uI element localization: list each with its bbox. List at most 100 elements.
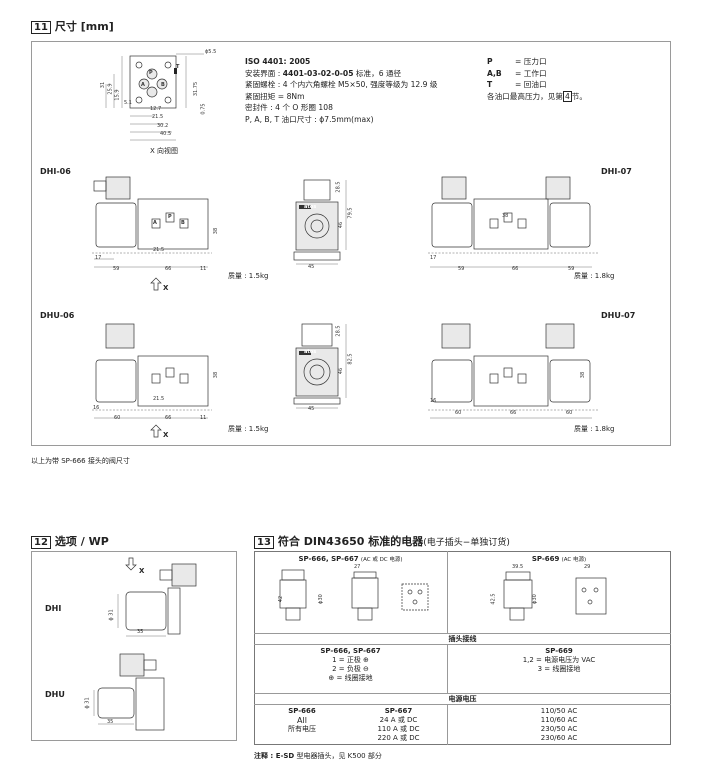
- model-dhi-06: DHI-06: [40, 167, 71, 176]
- x-view-caption: X 向视图: [150, 147, 179, 155]
- dhi06-port-p: P: [168, 214, 172, 220]
- valve-drawing-dhu-06: [92, 323, 212, 419]
- section-number: 12: [31, 536, 51, 549]
- spec-line-2: 紧固螺栓 : 4 个内六角螺栓 M5×50, 强度等级为 12.9 级: [245, 80, 438, 89]
- end2-h3: 82.5: [347, 353, 354, 365]
- option-dhi-length: 35: [137, 629, 144, 635]
- spec-line-3: 紧固扭矩 = 8Nm: [245, 91, 305, 101]
- connector-plug: [105, 176, 131, 200]
- dim-31: 31: [100, 81, 107, 89]
- end1-h3: 79.5: [347, 207, 354, 219]
- plug-sp666-drawings: [279, 569, 429, 621]
- dim-40-5: 40.5: [160, 131, 172, 137]
- dhu06-right: 11: [200, 415, 207, 421]
- dhi07-right: 59: [568, 266, 575, 272]
- port-b-circle: [156, 78, 168, 90]
- x-arrow-label: X: [163, 284, 169, 292]
- port-t-circle: [146, 86, 158, 98]
- end1-h1: 28.5: [335, 181, 342, 193]
- valve-drawing-dhi-07: [428, 176, 598, 268]
- wiring-sp669: SP-669 1,2 = 电源电压为 VAC 3 = 线圈接地: [522, 647, 596, 673]
- dhi06-mid: 66: [165, 266, 172, 272]
- dhu07-right: 60: [566, 410, 573, 416]
- spec-line-4: 密封件 : 4 个 O 形圈 108: [245, 103, 333, 112]
- mounting-surface-outline: [129, 55, 177, 109]
- electrical-note: 注释 : E-SD 型电器插头，见 K500 部分: [254, 752, 382, 760]
- option-x-label: X: [139, 567, 145, 575]
- dim-30-2: 30.2: [157, 123, 169, 129]
- spec-title: ISO 4401: 2005: [245, 57, 311, 66]
- option-dhu-diameter: ϕ 31: [84, 697, 91, 709]
- voltage-sp667: SP-667 24 A 或 DC 110 A 或 DC 220 A 或 DC: [377, 707, 420, 742]
- sp666-dim-30: ϕ30: [317, 594, 324, 604]
- sp666-dim-42: 42: [278, 595, 285, 603]
- coil-end: [295, 201, 339, 251]
- dhu06-port-spacing: 21.5: [153, 396, 165, 402]
- model-dhi-07: DHI-07: [601, 167, 632, 176]
- sp666-dim-27: 27: [354, 564, 361, 570]
- dhi06-right: 11: [200, 266, 207, 272]
- section-title: 符合 DIN43650 标准的电器: [277, 535, 424, 548]
- spec-line-5: P, A, B, T 油口尺寸 : ϕ7.5mm(max): [245, 114, 374, 124]
- x-arrow-label: X: [163, 431, 169, 439]
- port-p-circle: [146, 68, 158, 80]
- dhu07-height: 38: [580, 371, 587, 379]
- sp666-667-header: SP-666, SP-667 (AC 或 DC 电源): [298, 555, 403, 563]
- dim-0-75: 0.75: [200, 103, 207, 115]
- dhi06-weight: 质量 : 1.5kg: [228, 272, 269, 280]
- bolt-hole: [135, 96, 143, 104]
- valve-body: [137, 198, 209, 250]
- option-dhi-drawing: [117, 563, 197, 637]
- wiring-sp666-667: SP-666, SP-667 1 = 正极 ⊕ 2 = 负极 ⊖ ⊕ = 线圈接…: [320, 647, 381, 682]
- dhi07-offset: 17: [430, 255, 437, 261]
- surface-port-a: A: [141, 82, 145, 88]
- end1-brand: atos: [304, 204, 317, 210]
- dhu06-offset: 16: [93, 405, 100, 411]
- voltage-sp669: 110/50 AC 110/60 AC 230/50 AC 230/60 AC: [540, 707, 578, 742]
- option-dhi-label: DHI: [45, 604, 62, 613]
- dhu07-mid: 66: [510, 410, 517, 416]
- option-dhu-label: DHU: [45, 690, 65, 699]
- bolt-hole: [164, 61, 172, 69]
- dim-31-75: 31.75: [193, 81, 200, 97]
- mounting-surface-drawing: [105, 53, 204, 141]
- dhi06-port-b: B: [181, 220, 185, 226]
- dhu07-offset: 16: [430, 398, 437, 404]
- option-dhi-diameter: ϕ 31: [108, 609, 115, 621]
- valve-drawing-dhu-07: [428, 323, 598, 419]
- options-panel: [31, 551, 237, 741]
- x-view-arrow-icon: [150, 424, 162, 438]
- section-number: 13: [254, 536, 274, 549]
- dhu07-left: 60: [455, 410, 462, 416]
- locating-pin: [174, 68, 177, 74]
- wiring-header: 插头接线: [448, 635, 477, 643]
- dhu06-left: 60: [114, 415, 121, 421]
- voltage-sp666: SP-666 All 所有电压: [288, 707, 316, 733]
- option-dhu-drawing: [93, 653, 165, 731]
- bolt-hole: [135, 61, 143, 69]
- dim-12-7: 12.7: [150, 106, 162, 112]
- dhu06-weight: 质量 : 1.5kg: [228, 425, 269, 433]
- section-title-suffix: (电子插头−单独订货): [423, 538, 510, 548]
- sp669-dim-42-5: 42.5: [490, 593, 497, 605]
- dhi06-left: 59: [113, 266, 120, 272]
- end-view-dhu: [293, 323, 347, 409]
- plug-sp669-drawings: [503, 571, 607, 621]
- dhu06-mid: 66: [165, 415, 172, 421]
- model-dhu-06: DHU-06: [40, 311, 75, 320]
- dim-hole-diameter: ϕ5.5: [205, 49, 217, 55]
- bolt-hole: [164, 96, 172, 104]
- mounting-specs: ISO 4401: 2005 安装界面 : 4401-03-02-0-05 标准…: [245, 56, 438, 125]
- x-view-arrow-icon: [150, 277, 162, 291]
- end2-h2: 46: [338, 367, 345, 375]
- sp669-dim-39-5: 39.5: [512, 564, 524, 570]
- end-view-dhi: [293, 179, 347, 265]
- end2-h1: 28.5: [335, 325, 342, 337]
- dhi06-height: 38: [213, 227, 220, 235]
- dhi07-weight: 质量 : 1.8kg: [574, 272, 615, 280]
- sp669-dim-29: 29: [584, 564, 591, 570]
- dimensions-footnote: 以上为带 SP-666 接头的阀尺寸: [31, 457, 130, 465]
